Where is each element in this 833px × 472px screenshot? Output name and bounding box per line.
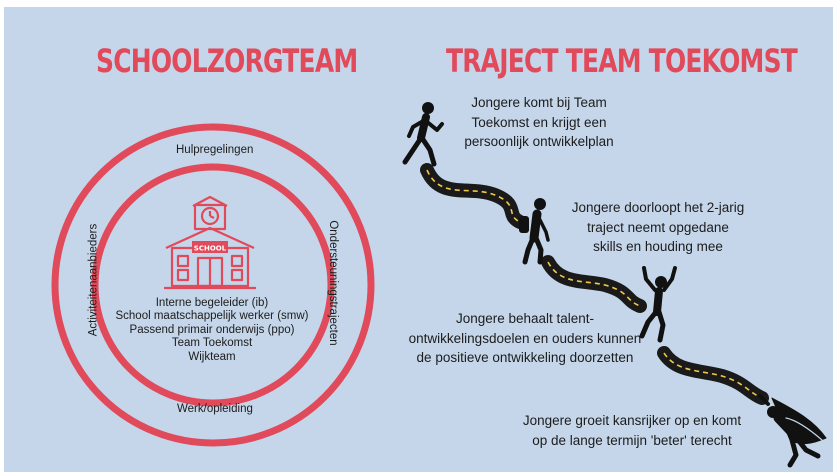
cheering-person-icon (639, 266, 677, 343)
step-text-line: Jongere komt bij Team (471, 95, 607, 110)
step-text-line: skills en houding mee (593, 239, 723, 254)
walking-person-icon (402, 102, 444, 167)
traject-title: TRAJECT TEAM TOEKOMST (446, 42, 798, 80)
step-text-line: traject neemt opgedane (587, 219, 729, 235)
road-segment (657, 346, 769, 405)
step-text-line: de positieve ontwikkeling doorzetten (416, 350, 634, 365)
inner-ring (91, 163, 335, 407)
ring-label-top: Hulpregelingen (176, 144, 254, 156)
journey-step-3: Jongere behaalt talent- ontwikkelingsdoe… (396, 309, 654, 368)
outer-ring (51, 123, 375, 447)
schoolzorgteam-title: SCHOOLZORGTEAM (96, 42, 358, 80)
background-panel (4, 7, 833, 472)
step-text-line: Jongere doorloopt het 2-jarig (571, 200, 745, 215)
step-text-line: op de lange termijn 'beter' terecht (532, 432, 732, 448)
team-member: Team Toekomst (171, 337, 253, 350)
road-segment (420, 163, 527, 229)
school-sign-text: SCHOOL (194, 245, 227, 253)
school-building-icon (164, 195, 256, 290)
road-marking (663, 352, 763, 399)
team-member-list: Interne begeleider (ib) School maatschap… (112, 297, 312, 364)
team-member: Wijkteam (188, 350, 236, 363)
step-text-line: persoonlijk ontwikkelplan (464, 134, 614, 149)
step-text-line: Toekomst en krijgt een (471, 114, 607, 130)
team-member: School maatschappelijk werker (smw) (115, 310, 309, 323)
journey-step-4: Jongere groeit kansrijker op en komt op … (512, 411, 752, 450)
step-text-line: ontwikkelingsdoelen en ouders kunnen (408, 330, 642, 346)
step-text-line: Jongere behaalt talent- (455, 311, 595, 326)
road-marking (547, 261, 641, 307)
team-member: Interne begeleider (ib) (155, 297, 269, 309)
road-marking (426, 169, 521, 223)
superhero-icon (758, 394, 827, 468)
hiker-icon (519, 198, 550, 265)
journey-step-1: Jongere komt bij Team Toekomst en krijgt… (454, 93, 624, 152)
journey-step-2: Jongere doorloopt het 2-jarig traject ne… (556, 198, 760, 257)
step-text-line: Jongere groeit kansrijker op en komt (522, 413, 742, 428)
road-segment (541, 255, 647, 313)
ring-label-bottom: Werk/opleiding (177, 403, 253, 415)
team-member: Passend primair onderwijs (ppo) (129, 323, 295, 336)
